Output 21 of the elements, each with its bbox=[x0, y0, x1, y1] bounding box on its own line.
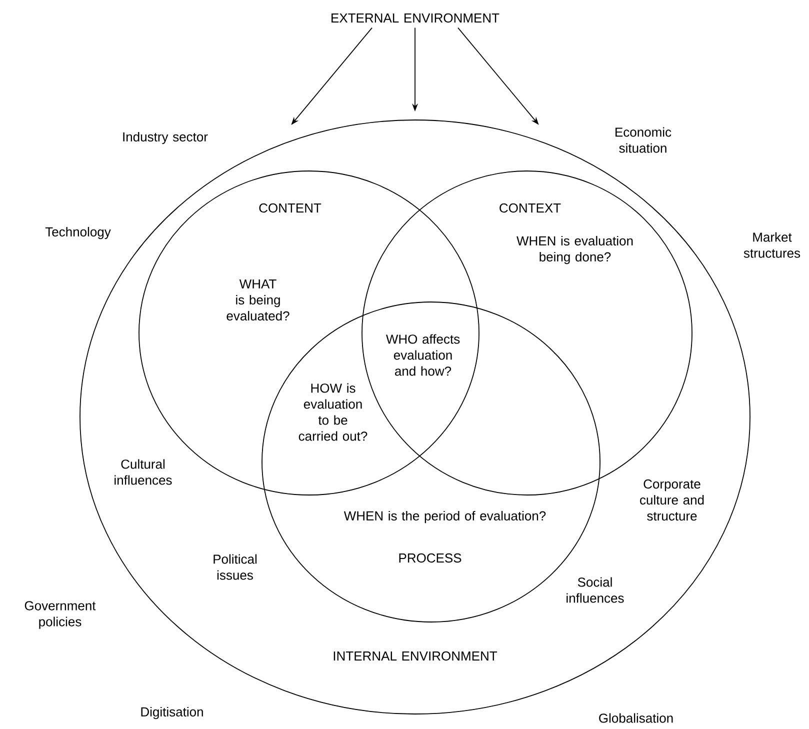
circle-label: WHEN is evaluation being done? bbox=[516, 236, 633, 264]
factor-label: Globalisation bbox=[599, 713, 673, 723]
circle-label: WHAT is being evaluated? bbox=[226, 279, 290, 321]
factor-label: Government policies bbox=[24, 601, 96, 629]
circle-label: Social influences bbox=[566, 577, 624, 603]
circle-label: WHEN is the period of evaluation? bbox=[344, 510, 546, 524]
heading: EXTERNAL ENVIRONMENT bbox=[332, 13, 500, 23]
circle-label: Political issues bbox=[214, 554, 257, 580]
factor-label: Economic situation bbox=[616, 127, 672, 153]
factor-label: Market structures bbox=[744, 232, 800, 258]
circle-label: CONTEXT bbox=[500, 203, 561, 213]
circle-label: Cultural influences bbox=[114, 459, 172, 485]
circle-label: CONTENT bbox=[259, 203, 322, 213]
factor-label: WHO affects evaluation and how? bbox=[386, 334, 460, 376]
circle-label: INTERNAL ENVIRONMENT bbox=[334, 651, 498, 661]
factor-label: Digitisation bbox=[141, 706, 203, 720]
circle-label: Corporate culture and structure bbox=[640, 479, 704, 521]
factor-label: HOW is evaluation to be carried out? bbox=[298, 383, 368, 441]
circle-label: PROCESS bbox=[399, 553, 462, 563]
factor-label: Industry sector bbox=[123, 132, 208, 144]
factor-label: Technology bbox=[45, 226, 111, 240]
